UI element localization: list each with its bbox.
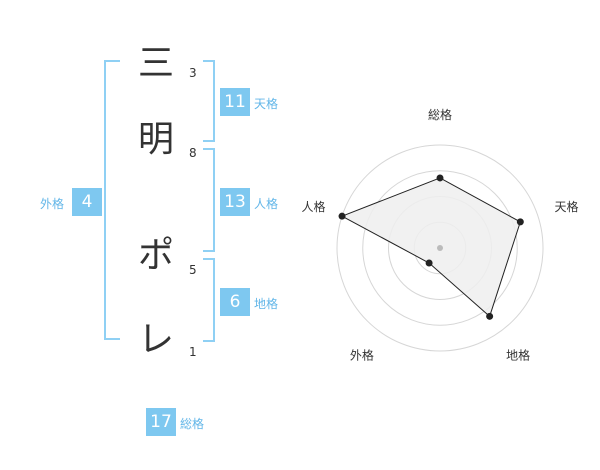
- gaikaku-bracket: [104, 60, 120, 340]
- tenkaku-label: 天格: [254, 97, 279, 111]
- radar-area: [340, 177, 521, 318]
- radar-axis-label: 外格: [350, 348, 374, 363]
- radar-axis-label: 総格: [428, 107, 452, 122]
- gaikaku-badge: 4: [72, 188, 102, 216]
- stroke-count-4: 1: [189, 345, 197, 359]
- soukaku-badge: 17: [146, 408, 176, 436]
- radar-point: [338, 212, 346, 220]
- radar-point: [516, 218, 524, 226]
- radar-point: [436, 174, 444, 182]
- jinkaku-bracket: [203, 148, 215, 252]
- stroke-count-2: 8: [189, 146, 197, 160]
- tenkaku-bracket: [203, 60, 215, 142]
- jinkaku-label: 人格: [254, 197, 279, 211]
- name-char-4: レ: [137, 319, 174, 360]
- radar-axis-label: 人格: [302, 199, 326, 214]
- radar-center-dot: [437, 245, 443, 251]
- radar-grid-ring: [362, 170, 518, 326]
- name-char-1: 三: [137, 43, 174, 84]
- chikaku-label: 地格: [254, 297, 279, 311]
- radar-axis-label: 天格: [554, 199, 578, 214]
- radar-point: [486, 312, 494, 320]
- chikaku-bracket: [203, 258, 215, 342]
- radar-point: [425, 259, 433, 267]
- tenkaku-badge: 11: [220, 88, 250, 116]
- name-char-2: 明: [137, 119, 174, 160]
- soukaku-label: 総格: [180, 417, 205, 431]
- chikaku-badge: 6: [220, 288, 250, 316]
- stroke-count-1: 3: [189, 66, 197, 80]
- radar-grid-ring: [336, 144, 544, 352]
- name-char-3: ポ: [137, 235, 174, 276]
- gaikaku-label: 外格: [40, 197, 65, 211]
- jinkaku-badge: 13: [220, 188, 250, 216]
- stroke-count-3: 5: [189, 263, 197, 277]
- radar-axis-label: 地格: [506, 348, 530, 363]
- radar-points: [338, 174, 524, 320]
